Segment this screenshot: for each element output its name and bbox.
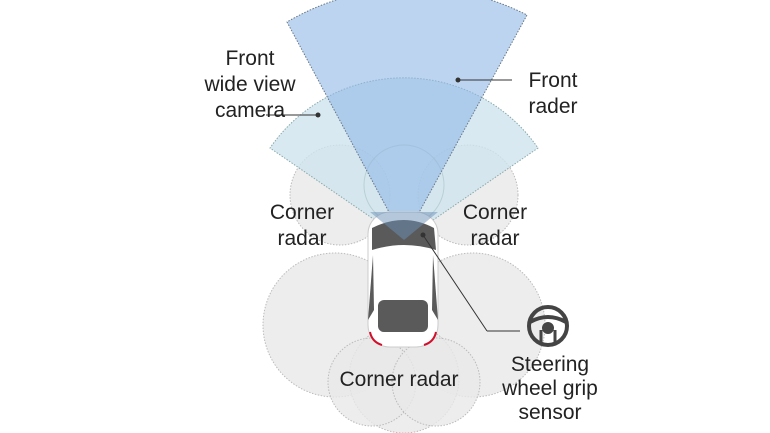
corner-radar-right-label: Corner radar [462, 201, 528, 250]
leader-lines [266, 79, 520, 332]
front-radar-label: Front rader [528, 69, 578, 118]
steering-wheel-icon [527, 305, 569, 347]
corner-radar-left-label: Corner radar [269, 201, 335, 250]
front-radar-zone [286, 0, 528, 242]
steering-sensor-label: Steering wheel grip sensor [502, 353, 598, 424]
front-camera-label: Front wide view camera [204, 47, 296, 122]
corner-radar-zones [262, 144, 546, 433]
corner-radar-rear-label: Corner radar [339, 368, 459, 391]
